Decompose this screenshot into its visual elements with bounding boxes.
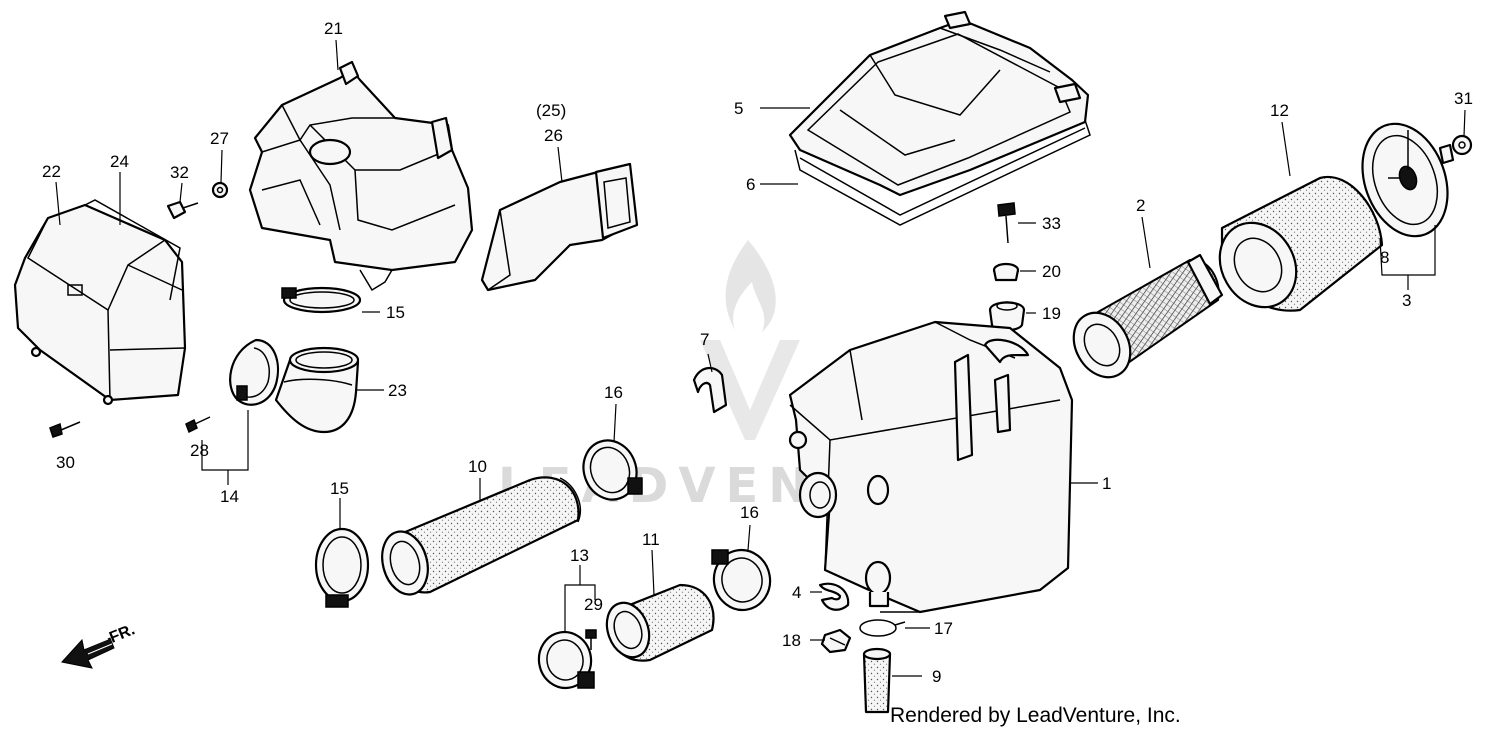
callout-21: 21 bbox=[324, 19, 343, 38]
callout-9: 9 bbox=[932, 667, 941, 686]
callout-29: 29 bbox=[584, 595, 603, 614]
part-10-tube bbox=[381, 476, 581, 596]
callout-30: 30 bbox=[56, 453, 75, 472]
callout-28: 28 bbox=[190, 441, 209, 460]
part-2-inner-filter bbox=[1072, 253, 1224, 379]
part-11-connecting-tube bbox=[605, 583, 715, 662]
callout-13: 13 bbox=[570, 546, 589, 565]
part-18-clamp bbox=[820, 628, 852, 654]
front-indicator-label: FR. bbox=[107, 621, 137, 646]
part-7-clip bbox=[692, 367, 728, 414]
part-33-bolt bbox=[997, 202, 1016, 244]
callout-24: 24 bbox=[110, 152, 129, 171]
callout-6: 6 bbox=[746, 175, 755, 194]
callout-26: 26 bbox=[544, 126, 563, 145]
part-12-element bbox=[1218, 175, 1384, 312]
callout-19: 19 bbox=[1042, 304, 1061, 323]
callout-14: 14 bbox=[220, 487, 239, 506]
part-14-clamp bbox=[229, 338, 280, 406]
part-16-lower-clamp bbox=[711, 548, 772, 612]
part-21-upper-case bbox=[248, 60, 474, 292]
part-17-o-ring bbox=[859, 619, 906, 637]
callout-3: 3 bbox=[1402, 291, 1411, 310]
callout-25: (25) bbox=[536, 101, 566, 120]
callout-32: 32 bbox=[170, 163, 189, 182]
front-direction-arrow: FR. bbox=[61, 621, 137, 669]
callout-31: 31 bbox=[1454, 89, 1473, 108]
callout-11: 11 bbox=[642, 530, 660, 549]
part-28-screw bbox=[185, 416, 211, 434]
callout-33: 33 bbox=[1042, 214, 1061, 233]
part-9-drain-tube bbox=[862, 647, 892, 714]
callout-2: 2 bbox=[1136, 196, 1145, 215]
part-16-upper-clamp bbox=[582, 439, 643, 501]
part-6-gasket bbox=[794, 119, 1091, 226]
callout-8: 8 bbox=[1380, 248, 1389, 267]
part-26-duct bbox=[480, 162, 639, 292]
part-15-upper-clamp bbox=[281, 286, 362, 314]
callout-15-lower: 15 bbox=[330, 479, 349, 498]
part-32-bolt bbox=[166, 200, 199, 220]
render-credit: Rendered by LeadVenture, Inc. bbox=[890, 704, 1181, 727]
part-31-nut bbox=[1451, 134, 1473, 156]
callout-12: 12 bbox=[1270, 101, 1289, 120]
part-20-collar bbox=[992, 262, 1020, 282]
callout-20: 20 bbox=[1042, 262, 1061, 281]
part-15-lower-clamp bbox=[314, 527, 370, 608]
callout-16-upper: 16 bbox=[604, 383, 623, 402]
part-8-end-cap bbox=[1361, 122, 1455, 238]
callout-16-lower: 16 bbox=[740, 503, 759, 522]
part-22-24-box-cover bbox=[13, 199, 187, 406]
leader-lines bbox=[55, 39, 1466, 677]
callout-5: 5 bbox=[734, 99, 743, 118]
part-30-screw bbox=[49, 421, 81, 438]
callout-17: 17 bbox=[934, 619, 953, 638]
callout-7: 7 bbox=[700, 330, 709, 349]
callout-23: 23 bbox=[388, 381, 407, 400]
part-23-elbow bbox=[274, 346, 360, 434]
callout-1: 1 bbox=[1102, 474, 1111, 493]
callout-27: 27 bbox=[210, 129, 229, 148]
callout-4: 4 bbox=[792, 583, 801, 602]
callout-15-upper: 15 bbox=[386, 303, 405, 322]
callout-10: 10 bbox=[468, 457, 487, 476]
part-13-clamp bbox=[537, 630, 595, 690]
callout-22: 22 bbox=[42, 162, 61, 181]
part-5-cover bbox=[788, 10, 1090, 197]
part-4-clip bbox=[818, 582, 850, 611]
callout-18: 18 bbox=[782, 631, 801, 650]
part-27-nut bbox=[211, 181, 229, 199]
callout-labels: 21 22 24 32 27 (25) 26 5 6 33 20 19 2 12… bbox=[42, 19, 1473, 686]
part-1-air-cleaner-case bbox=[788, 320, 1074, 614]
part-29-screw bbox=[585, 629, 597, 650]
